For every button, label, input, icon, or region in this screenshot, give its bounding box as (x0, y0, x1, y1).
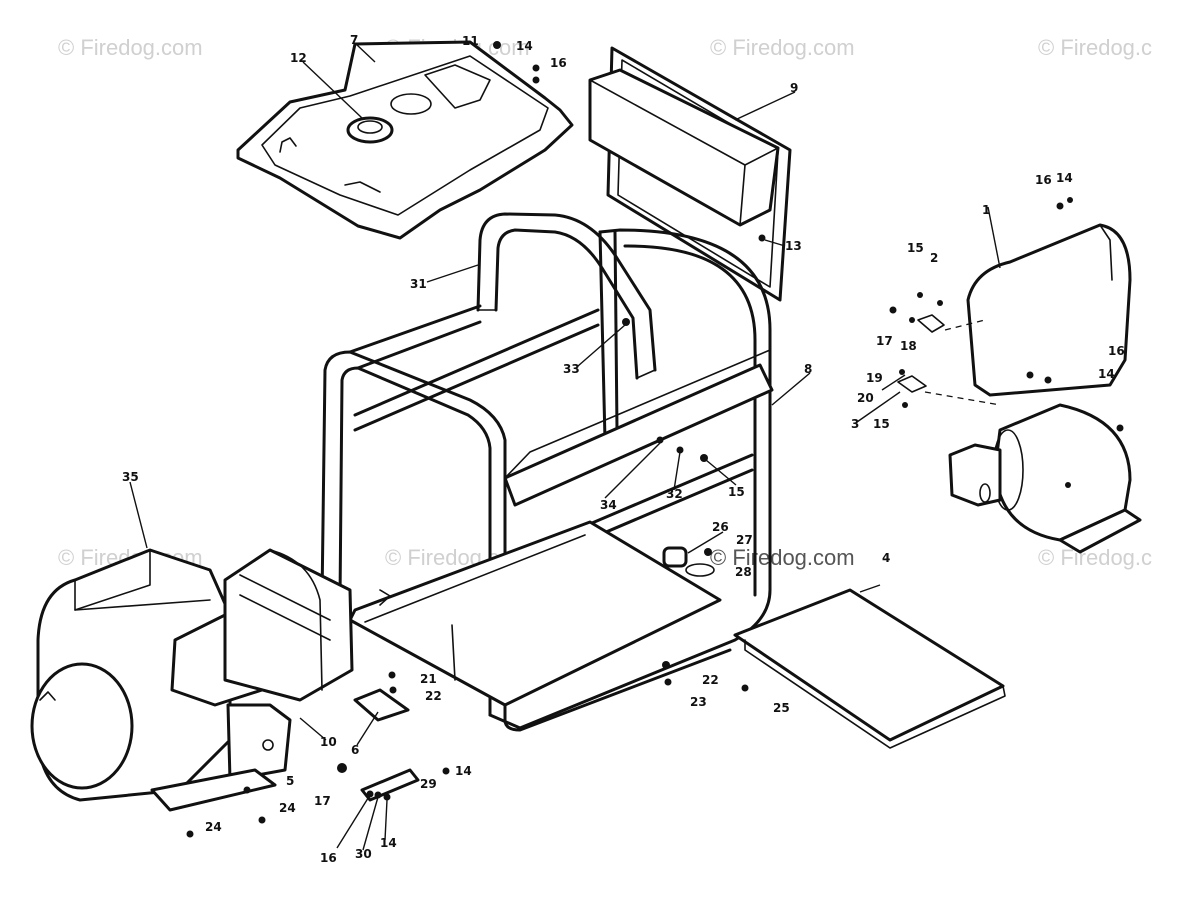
callout-21: 21 (420, 672, 437, 686)
callout-24a: 24 (205, 820, 222, 834)
callout-9: 9 (790, 81, 798, 95)
callout-11: 11 (462, 34, 479, 48)
callout-18: 18 (900, 339, 917, 353)
callout-29: 29 (420, 777, 437, 791)
callout-4: 4 (882, 551, 890, 565)
callout-28: 28 (735, 565, 752, 579)
callout-8: 8 (804, 362, 812, 376)
watermark-text: © Firedog.com (710, 545, 855, 570)
callout-17a: 17 (876, 334, 893, 348)
callout-10: 10 (320, 735, 337, 749)
fuel-tank (236, 40, 574, 240)
callout-35: 35 (122, 470, 139, 484)
callout-33: 33 (563, 362, 580, 376)
callout-1: 1 (982, 203, 990, 217)
callout-25: 25 (773, 701, 790, 715)
callout-27: 27 (736, 533, 753, 547)
callout-2: 2 (930, 251, 938, 265)
watermark-text: © Firedog.c (1038, 545, 1152, 570)
callout-20: 20 (857, 391, 874, 405)
callout-22b: 22 (702, 673, 719, 687)
callout-15a: 15 (907, 241, 924, 255)
leader-lines (129, 43, 1001, 851)
callout-14d: 14 (455, 764, 472, 778)
callout-23: 23 (690, 695, 707, 709)
callout-numbers: 1 2 3 4 5 6 7 8 9 10 11 12 13 14 14 14 1… (122, 33, 1125, 865)
callout-6: 6 (351, 743, 359, 757)
lift-handle (476, 212, 657, 380)
callout-7: 7 (350, 33, 358, 47)
callout-22a: 22 (425, 689, 442, 703)
callout-14e: 14 (380, 836, 397, 850)
watermark-text: © Firedog.c (1038, 35, 1152, 60)
engine-assembly (30, 548, 410, 812)
callout-14c: 14 (1098, 367, 1115, 381)
callout-26: 26 (712, 520, 729, 534)
base-plate (733, 588, 1006, 749)
callout-3: 3 (851, 417, 859, 431)
callout-17b: 17 (314, 794, 331, 808)
callout-16d: 16 (320, 851, 337, 865)
callout-14b: 14 (1056, 171, 1073, 185)
callout-5: 5 (286, 774, 294, 788)
callout-14a: 14 (516, 39, 533, 53)
callout-15c: 15 (728, 485, 745, 499)
hardware-fasteners (186, 41, 1124, 838)
control-box (588, 46, 792, 302)
callout-31: 31 (410, 277, 427, 291)
alternator-end-cover (897, 223, 1142, 554)
callout-30: 30 (355, 847, 372, 861)
callout-24b: 24 (279, 801, 296, 815)
watermark-text: © Firedog.com (710, 35, 855, 60)
callout-19: 19 (866, 371, 883, 385)
watermark-text: © Firedog.com (58, 35, 203, 60)
callout-15b: 15 (873, 417, 890, 431)
tubular-frame (320, 228, 774, 732)
vibration-mount (662, 546, 715, 577)
callout-16b: 16 (1035, 173, 1052, 187)
callout-16a: 16 (550, 56, 567, 70)
callout-13: 13 (785, 239, 802, 253)
callout-34: 34 (600, 498, 617, 512)
callout-32: 32 (666, 487, 683, 501)
callout-16c: 16 (1108, 344, 1125, 358)
callout-12: 12 (290, 51, 307, 65)
